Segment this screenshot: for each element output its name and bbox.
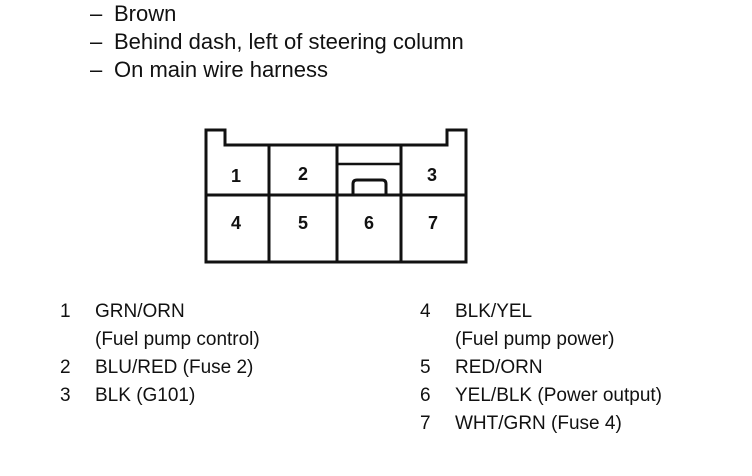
pin-number: 1 xyxy=(60,301,71,322)
cavity-label-5: 5 xyxy=(298,213,308,233)
pin-description: BLK (G101) xyxy=(95,382,195,410)
cavity-label-4: 4 xyxy=(231,213,241,233)
pin-wire-color: RED/ORN xyxy=(455,357,543,378)
dash-marker: – xyxy=(90,1,103,26)
pin-list-right: 4 BLK/YEL (Fuel pump power) 5 RED/ORN 6 … xyxy=(420,298,662,438)
pin-number: 6 xyxy=(420,385,431,406)
pin-list-left: 1 GRN/ORN (Fuel pump control) 2 BLU/RED … xyxy=(60,298,260,410)
cavity-label-7: 7 xyxy=(428,213,438,233)
pin-description: BLK/YEL (Fuel pump power) xyxy=(455,298,614,354)
connector-location-notes: –Brown –Behind dash, left of steering co… xyxy=(90,0,464,84)
pin-description: GRN/ORN (Fuel pump control) xyxy=(95,298,260,354)
pin-number: 2 xyxy=(60,357,71,378)
pin-entry-4: 4 BLK/YEL (Fuel pump power) xyxy=(420,298,662,354)
pin-wire-color: WHT/GRN (Fuse 4) xyxy=(455,413,622,434)
pin-function: (Fuel pump power) xyxy=(455,329,615,350)
pin-entry-6: 6 YEL/BLK (Power output) xyxy=(420,382,662,410)
connector-diagram: 1 2 3 4 5 6 7 xyxy=(204,128,468,264)
pin-number: 4 xyxy=(420,301,431,322)
pin-number: 7 xyxy=(420,413,431,434)
cavity-label-6: 6 xyxy=(364,213,374,233)
lock-tab xyxy=(351,178,388,195)
pin-description: WHT/GRN (Fuse 4) xyxy=(455,410,622,438)
bullet-text: On main wire harness xyxy=(114,57,328,82)
pin-wire-color: YEL/BLK (Power output) xyxy=(455,385,662,406)
bullet-text: Behind dash, left of steering column xyxy=(114,29,464,54)
pin-description: YEL/BLK (Power output) xyxy=(455,382,662,410)
pin-function: (Fuel pump control) xyxy=(95,329,260,350)
pin-entry-3: 3 BLK (G101) xyxy=(60,382,260,410)
pin-wire-color: BLK/YEL xyxy=(455,301,533,322)
connector-face-drawing: 1 2 3 4 5 6 7 xyxy=(204,128,468,264)
connector-outline xyxy=(204,128,468,264)
pin-entry-2: 2 BLU/RED (Fuse 2) xyxy=(60,354,260,382)
cavity-label-2: 2 xyxy=(298,164,308,184)
pin-wire-color: BLK (G101) xyxy=(95,385,196,406)
pin-description: RED/ORN xyxy=(455,354,543,382)
dash-marker: – xyxy=(90,57,103,82)
pin-wire-color: GRN/ORN xyxy=(95,301,185,322)
bullet-location: –Behind dash, left of steering column xyxy=(90,28,464,56)
bullet-harness: –On main wire harness xyxy=(90,56,464,84)
bullet-text: Brown xyxy=(114,1,177,26)
pin-wire-color: BLU/RED (Fuse 2) xyxy=(95,357,254,378)
pin-number: 5 xyxy=(420,357,431,378)
dash-marker: – xyxy=(90,29,103,54)
cavity-label-3: 3 xyxy=(427,165,437,185)
cavity-label-1: 1 xyxy=(231,166,241,186)
bullet-color: –Brown xyxy=(90,0,464,28)
pin-description: BLU/RED (Fuse 2) xyxy=(95,354,253,382)
pin-entry-5: 5 RED/ORN xyxy=(420,354,662,382)
pin-entry-7: 7 WHT/GRN (Fuse 4) xyxy=(420,410,662,438)
pin-entry-1: 1 GRN/ORN (Fuel pump control) xyxy=(60,298,260,354)
pin-number: 3 xyxy=(60,385,71,406)
